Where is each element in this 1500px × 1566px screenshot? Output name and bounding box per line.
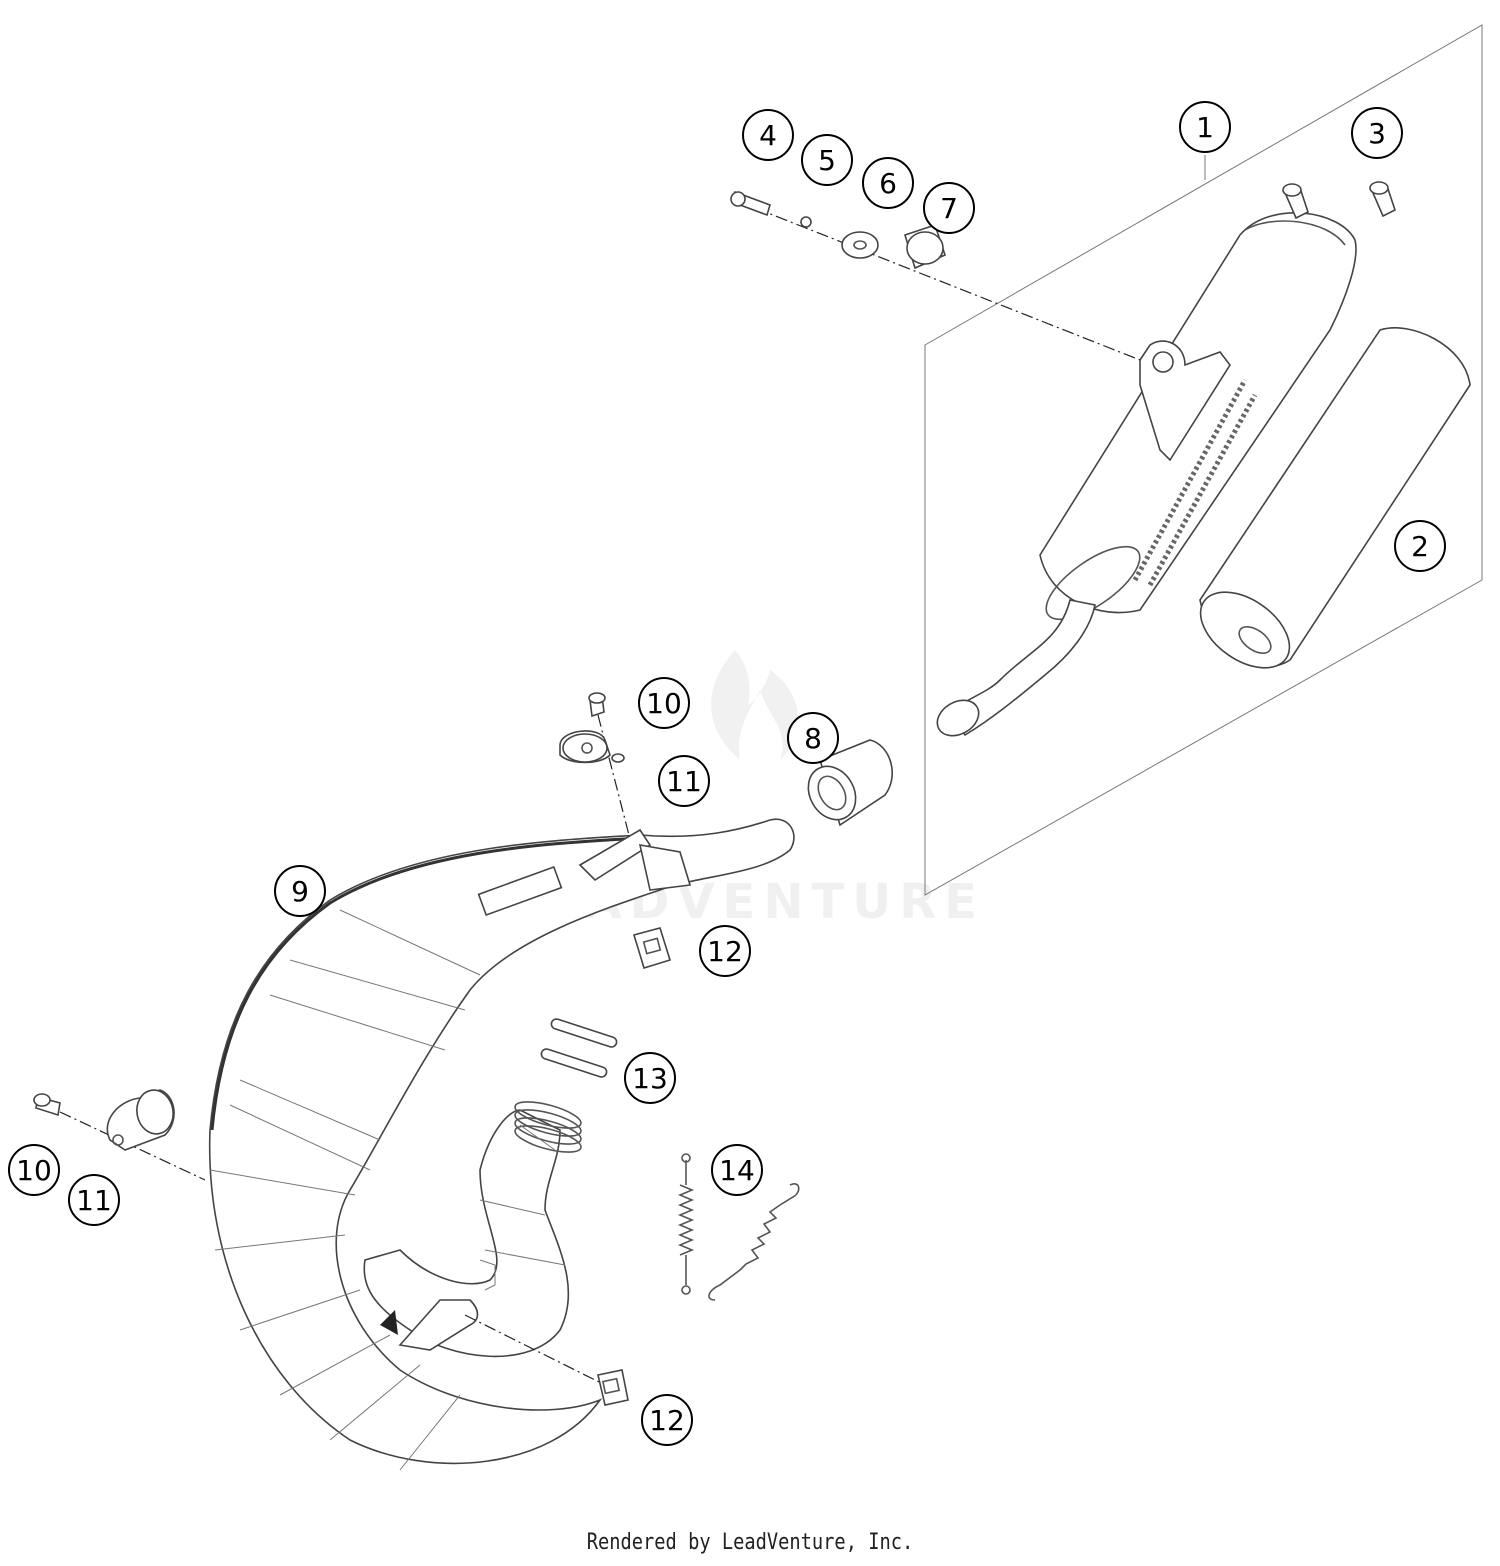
- callout-10-lower: 10: [8, 1144, 60, 1196]
- callout-11-upper: 11: [658, 755, 710, 807]
- svg-text:10: 10: [16, 1154, 52, 1187]
- callout-5: 5: [801, 134, 853, 186]
- callout-3: 3: [1351, 107, 1403, 159]
- springs: [677, 1153, 800, 1301]
- callout-2: 2: [1394, 520, 1446, 572]
- mount-fasteners: [730, 190, 1141, 361]
- svg-text:12: 12: [707, 935, 743, 968]
- callout-10-upper: 10: [638, 677, 690, 729]
- svg-text:7: 7: [940, 192, 958, 225]
- callout-1: 1: [1179, 101, 1231, 153]
- svg-text:13: 13: [632, 1062, 668, 1095]
- callout-13: 13: [624, 1052, 676, 1104]
- sleeve: [807, 739, 894, 827]
- callout-4: 4: [742, 109, 794, 161]
- o-rings: [540, 1018, 618, 1078]
- silencer-group-panel: [924, 24, 1483, 896]
- svg-text:6: 6: [879, 167, 897, 200]
- pipe-label-plate: [477, 865, 563, 917]
- callout-8: 8: [787, 712, 839, 764]
- svg-text:14: 14: [719, 1154, 755, 1187]
- svg-text:1: 1: [1196, 111, 1214, 144]
- svg-text:9: 9: [291, 875, 309, 908]
- spring-hook-nut-lower: [464, 1314, 629, 1406]
- footer-credit: Rendered by LeadVenture, Inc.: [586, 1530, 914, 1555]
- svg-text:12: 12: [649, 1404, 685, 1437]
- svg-text:5: 5: [818, 144, 836, 177]
- svg-text:10: 10: [646, 687, 682, 720]
- silencer-tube: [1199, 327, 1471, 669]
- callout-7: 7: [923, 182, 975, 234]
- spring-hook-nut-upper: [632, 927, 672, 970]
- lower-mount-bracket: [33, 1089, 206, 1181]
- callout-12-upper: 12: [699, 925, 751, 977]
- svg-text:3: 3: [1368, 117, 1386, 150]
- svg-text:2: 2: [1411, 530, 1429, 563]
- screws-3: [1282, 181, 1396, 220]
- svg-text:8: 8: [804, 722, 822, 755]
- callout-14: 14: [711, 1144, 763, 1196]
- exhaust-pipe: [208, 818, 795, 1471]
- callout-6: 6: [862, 157, 914, 209]
- svg-text:11: 11: [76, 1184, 112, 1217]
- callout-9: 9: [274, 865, 326, 917]
- svg-text:4: 4: [759, 119, 777, 152]
- silencer: [936, 212, 1357, 737]
- callout-11-lower: 11: [68, 1174, 120, 1226]
- callout-12-lower: 12: [641, 1394, 693, 1446]
- svg-text:11: 11: [666, 765, 702, 798]
